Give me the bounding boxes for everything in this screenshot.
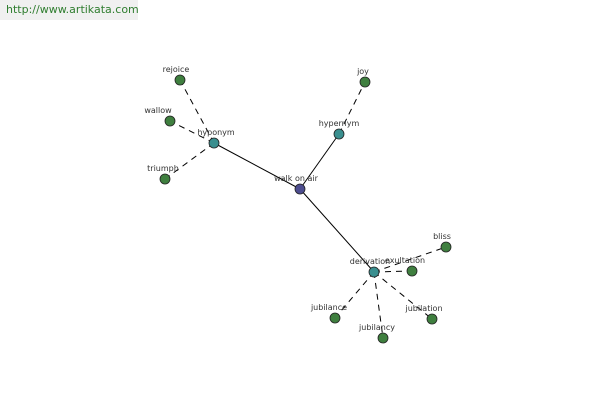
node-label-bliss: bliss <box>433 232 451 241</box>
node-label-hyponym: hyponym <box>197 128 235 137</box>
node-jubilancy[interactable] <box>377 332 389 344</box>
node-label-wallow: wallow <box>144 106 172 115</box>
node-walk-on-air[interactable] <box>294 183 306 195</box>
node-label-triumph: triumph <box>147 164 179 173</box>
edge-hyponym-triumph <box>164 142 215 180</box>
node-triumph[interactable] <box>159 173 171 185</box>
node-hyponym[interactable] <box>208 137 220 149</box>
edge-derivation-jubilation <box>373 271 433 320</box>
node-label-joy: joy <box>356 67 369 76</box>
node-wallow[interactable] <box>164 115 176 127</box>
nodes-layer <box>159 74 452 344</box>
node-hypernym[interactable] <box>333 128 345 140</box>
watermark-url[interactable]: http://www.artikata.com <box>0 0 138 20</box>
edge-walk-on-air-derivation <box>299 188 375 273</box>
edge-walk-on-air-hyponym <box>213 142 301 190</box>
edge-hyponym-rejoice <box>179 79 215 144</box>
edge-hypernym-joy <box>338 81 366 135</box>
node-label-exultation: exultation <box>385 256 425 265</box>
node-label-jubilancy: jubilancy <box>358 323 395 332</box>
node-label-rejoice: rejoice <box>163 65 190 74</box>
edge-hyponym-wallow <box>169 120 215 144</box>
node-derivation[interactable] <box>368 266 380 278</box>
node-bliss[interactable] <box>440 241 452 253</box>
edge-derivation-exultation <box>373 270 413 273</box>
node-label-jubilance: jubilance <box>310 303 347 312</box>
node-jubilance[interactable] <box>329 312 341 324</box>
node-label-hypernym: hypernym <box>319 119 360 128</box>
edge-derivation-bliss <box>373 246 447 273</box>
edges-layer <box>164 79 447 339</box>
node-label-walk-on-air: walk on air <box>274 174 318 183</box>
node-jubilation[interactable] <box>426 313 438 325</box>
node-label-jubilation: jubilation <box>404 304 442 313</box>
node-exultation[interactable] <box>406 265 418 277</box>
node-joy[interactable] <box>359 76 371 88</box>
edge-walk-on-air-hypernym <box>299 133 340 190</box>
node-rejoice[interactable] <box>174 74 186 86</box>
node-label-derivation: derivation <box>350 257 390 266</box>
labels-layer: walk on air hyponym hypernym derivation rejo… <box>144 65 451 332</box>
edge-derivation-jubilancy <box>373 271 384 339</box>
